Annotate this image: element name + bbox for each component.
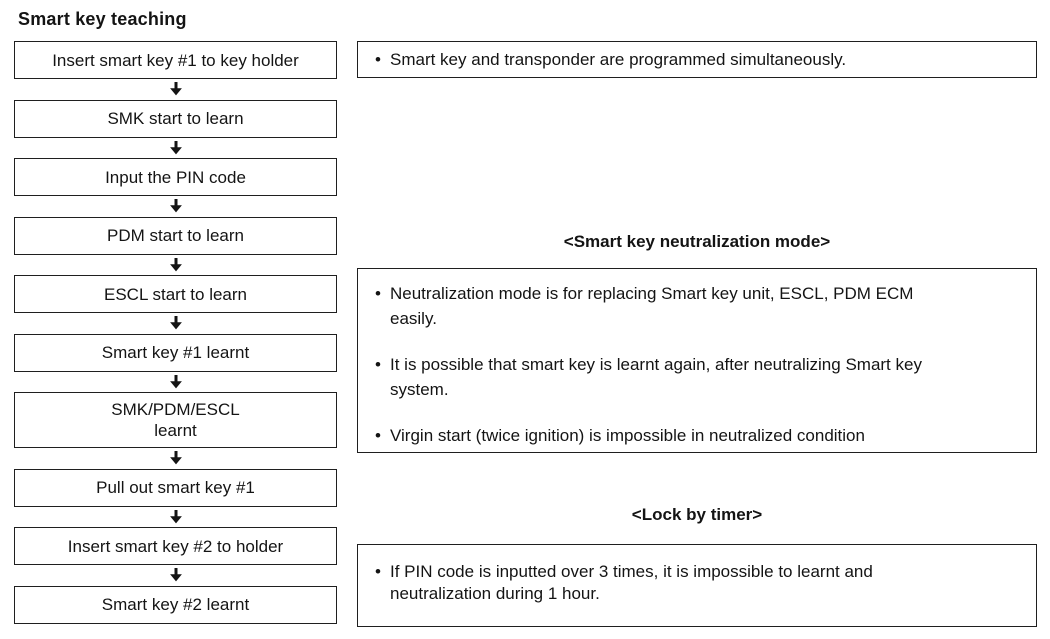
flow-step-input-pin: Input the PIN code [14,158,337,196]
flow-step-insert-key2: Insert smart key #2 to holder [14,527,337,565]
teaching-flowchart: Insert smart key #1 to key holder SMK st… [14,41,337,624]
note-text: It is possible that smart key is learnt … [390,355,922,399]
down-arrow-icon [14,79,337,100]
note-text: Smart key and transponder are programmed… [390,49,847,69]
down-arrow-icon [14,138,337,159]
down-arrow-icon [14,448,337,469]
note-text: Virgin start (twice ignition) is impossi… [390,426,865,445]
bullet-icon: • [375,355,381,374]
note-box-neutralization-mode: • Neutralization mode is for replacing S… [357,268,1037,453]
flow-step-smk-pdm-escl-learnt: SMK/PDM/ESCL learnt [14,392,337,448]
note-item: • If PIN code is inputted over 3 times, … [375,561,1024,605]
note-item: • Neutralization mode is for replacing S… [375,281,1024,331]
down-arrow-icon [14,372,337,393]
flow-step-escl-learn: ESCL start to learn [14,275,337,313]
down-arrow-icon [14,507,337,528]
down-arrow-icon [14,196,337,217]
down-arrow-icon [14,255,337,276]
heading-lock-by-timer: <Lock by timer> [631,505,763,524]
flow-step-key2-learnt: Smart key #2 learnt [14,585,337,624]
flow-step-key1-learnt: Smart key #1 learnt [14,333,337,372]
bullet-icon: • [375,49,381,69]
down-arrow-icon [14,565,337,586]
note-text: If PIN code is inputted over 3 times, it… [390,562,873,603]
bullet-icon: • [375,284,381,303]
flow-step-smk-learn: SMK start to learn [14,99,337,138]
note-box-simultaneous-programming: • Smart key and transponder are programm… [357,41,1037,78]
note-box-lock-by-timer: • If PIN code is inputted over 3 times, … [357,544,1037,627]
page-title: Smart key teaching [18,9,187,29]
note-text: Neutralization mode is for replacing Sma… [390,284,914,328]
down-arrow-icon [14,313,337,334]
heading-neutralization-mode: <Smart key neutralization mode> [563,232,831,251]
note-item: • Virgin start (twice ignition) is impos… [375,423,1024,448]
bullet-icon: • [375,562,381,581]
bullet-icon: • [375,426,381,445]
flow-step-insert-key1: Insert smart key #1 to key holder [14,41,337,79]
flow-step-pull-out-key1: Pull out smart key #1 [14,468,337,507]
note-item: • It is possible that smart key is learn… [375,352,1024,402]
flow-step-pdm-learn: PDM start to learn [14,216,337,255]
